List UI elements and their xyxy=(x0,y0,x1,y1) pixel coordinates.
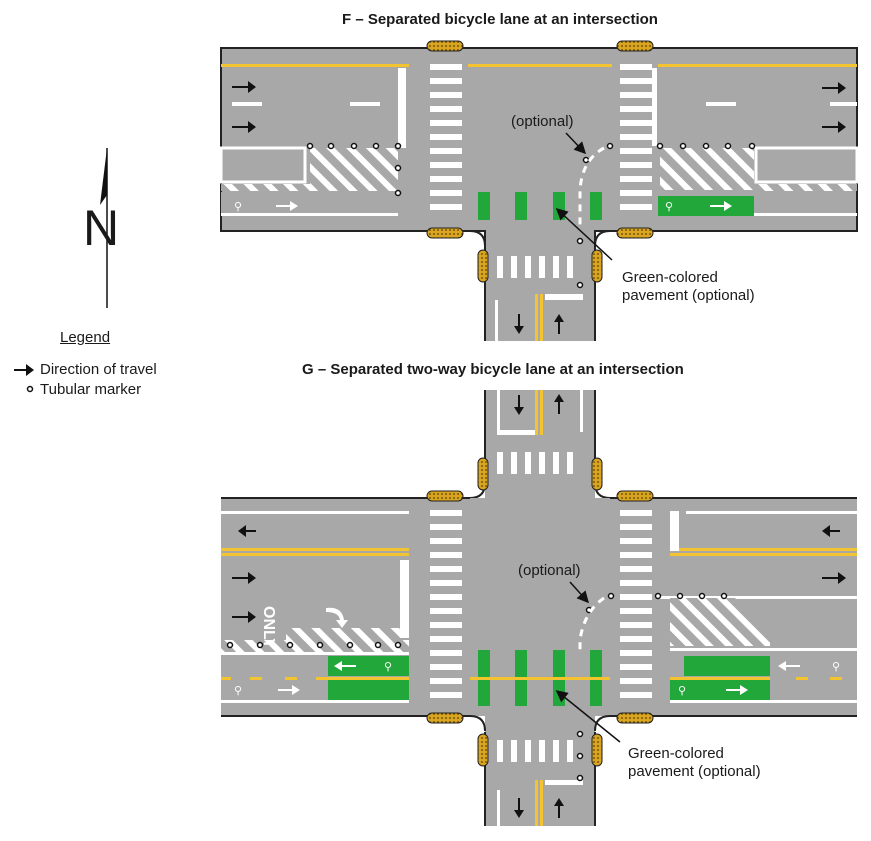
green-bike-lane xyxy=(684,656,770,676)
yellow-line xyxy=(221,64,409,67)
buffer-island xyxy=(219,146,307,184)
diagram-f-title: F – Separated bicycle lane at an interse… xyxy=(342,11,658,28)
green-callout-f-line1: Green-colored xyxy=(622,269,718,286)
crosswalk-north-g xyxy=(497,452,573,474)
arrow-icon xyxy=(14,364,34,376)
crosswalk-south-g xyxy=(497,740,573,762)
green-crossing xyxy=(515,192,527,220)
hatched-buffer xyxy=(660,148,754,190)
north-letter: N xyxy=(83,200,120,256)
yellow-line xyxy=(468,64,612,67)
crosswalk-south-f xyxy=(497,256,573,278)
green-callout-f-line2: pavement (optional) xyxy=(622,287,755,304)
hatched-buffer xyxy=(310,148,398,190)
green-callout-g-line2: pavement (optional) xyxy=(628,763,761,780)
diagram-g-title: G – Separated two-way bicycle lane at an… xyxy=(302,361,684,378)
legend-label: Tubular marker xyxy=(40,381,142,398)
only-pavement-marking: ONLY xyxy=(260,606,277,649)
bicycle-icon: ⚲ xyxy=(832,660,840,673)
hatched-buffer xyxy=(670,598,770,646)
optional-callout-g: (optional) xyxy=(518,562,581,579)
green-callout-g-line1: Green-colored xyxy=(628,745,724,762)
tubular-markers-f xyxy=(306,142,756,289)
crosswalk-east-g xyxy=(620,510,652,698)
optional-callout-f: (optional) xyxy=(511,113,574,130)
curb-ramp xyxy=(616,40,654,52)
right-turn-arrow xyxy=(326,607,348,628)
bicycle-icon: ⚲ xyxy=(384,660,392,673)
curb-ramp xyxy=(591,249,603,283)
curb-ramp xyxy=(426,227,464,239)
bicycle-icon: ⚲ xyxy=(234,200,242,213)
bicycle-icon: ⚲ xyxy=(234,684,242,697)
green-bike-lane xyxy=(328,656,409,676)
north-arrow xyxy=(100,148,108,308)
travel-arrows-g xyxy=(232,394,846,818)
legend-title: Legend xyxy=(60,329,111,346)
diagram-g: ONLY ⚲ ⚲ ⚲ ⚲ xyxy=(221,390,857,826)
travel-arrows-f xyxy=(232,81,846,334)
green-bike-lane xyxy=(670,680,770,700)
bicycle-icon: ⚲ xyxy=(678,684,686,697)
tubular-marker-icon xyxy=(26,385,34,393)
green-crossing xyxy=(590,192,602,220)
curb-ramp xyxy=(477,249,489,283)
diagram-f: ⚲ ⚲ xyxy=(219,40,859,341)
tubular-markers-g xyxy=(226,592,728,782)
crosswalk-west-f xyxy=(430,64,462,210)
crosswalk-west-g xyxy=(430,510,462,698)
bicycle-icon: ⚲ xyxy=(665,200,673,213)
green-crossing xyxy=(478,192,490,220)
legend-label: Direction of travel xyxy=(40,361,157,378)
curb-ramp xyxy=(426,40,464,52)
curb-ramp xyxy=(616,227,654,239)
crosswalk-east-f xyxy=(620,64,652,210)
yellow-line xyxy=(658,64,857,67)
green-bike-lane xyxy=(658,196,754,216)
green-bike-lane xyxy=(328,680,409,700)
